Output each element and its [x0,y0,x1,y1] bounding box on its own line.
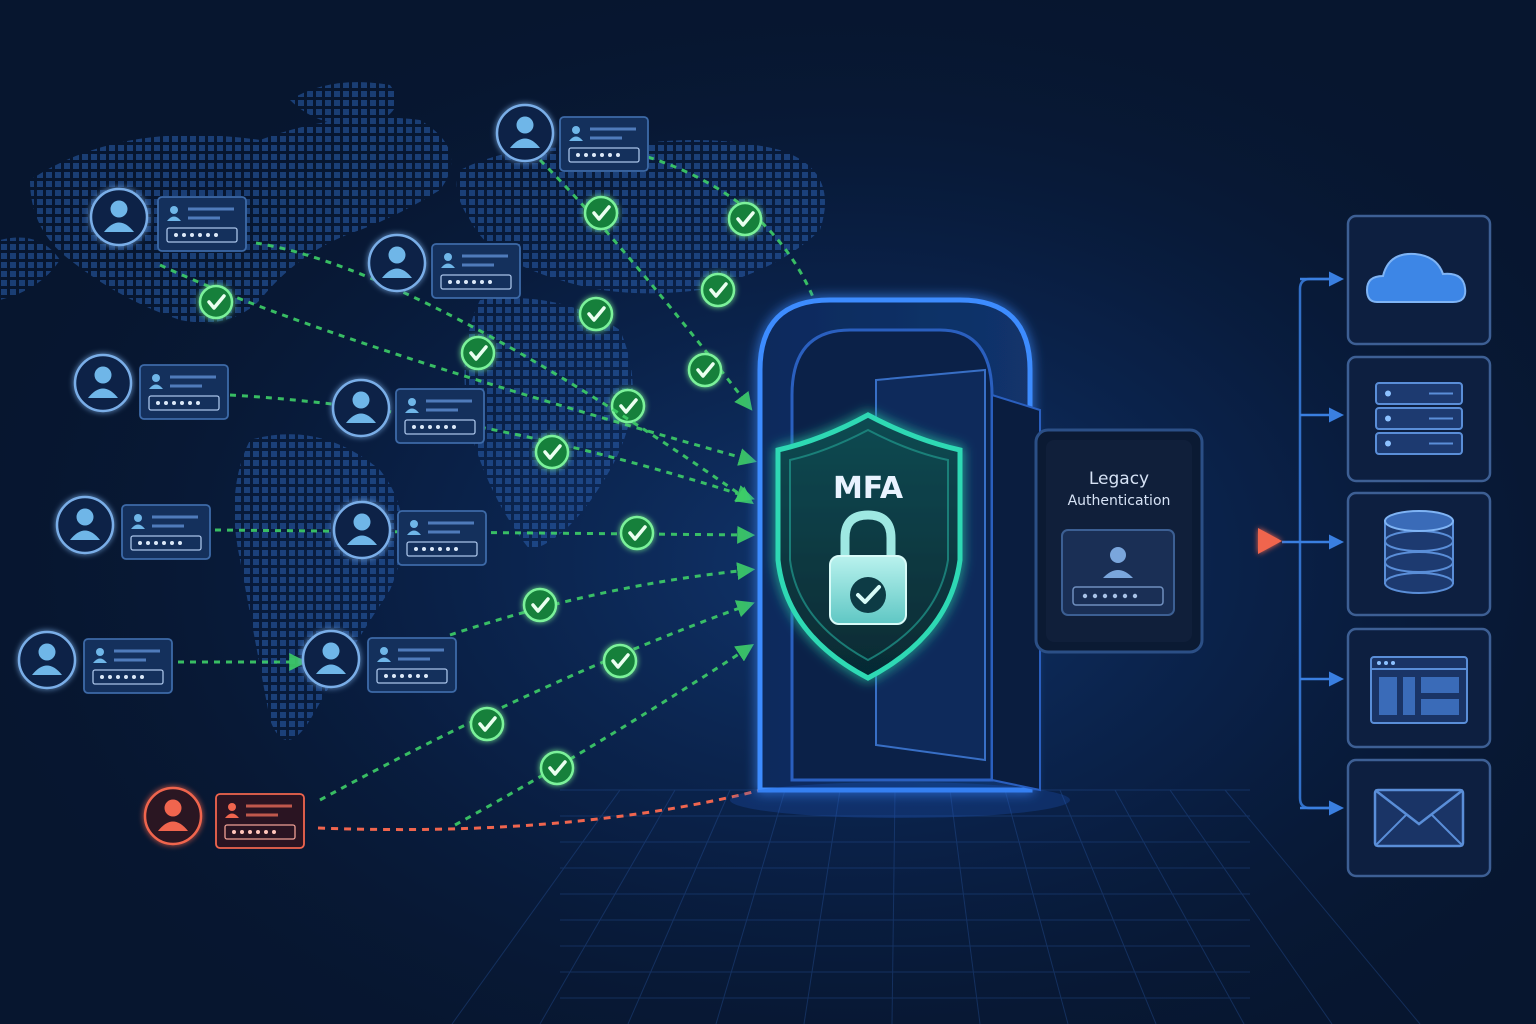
check-circle-icon [610,388,646,424]
user-avatar-icon [17,630,77,690]
user [89,187,247,252]
database-icon [1384,510,1454,594]
grid-line [1004,789,1069,1024]
grid-line [891,789,896,1024]
credential-card-icon [397,510,487,566]
gateway-side [991,393,1041,792]
mfa-shield: MFA [775,412,963,681]
allowed-path [449,562,756,637]
allowed-path [255,241,754,505]
resource-database [1346,491,1492,617]
user-avatar-icon [331,378,391,438]
grid-line [715,789,786,1024]
allowed-path [319,600,755,802]
legacy-user-icon [1103,547,1133,578]
user-avatar-icon [55,495,115,555]
user [301,629,457,693]
credential-card-icon [395,388,485,444]
user [17,630,173,694]
resource-cloud [1346,214,1492,346]
grid-line [627,789,731,1024]
shield-icon [775,412,963,681]
check-circle-icon [534,434,570,470]
check-circle-icon [539,750,575,786]
user-avatar-icon [495,103,555,163]
check-circle-icon [687,352,723,388]
protected-resources [1346,214,1492,878]
grid-line [1224,789,1421,1024]
legacy-auth-panel: Legacy Authentication [1034,428,1204,654]
user-avatar-icon [301,629,361,689]
credential-card-icon [215,793,305,849]
user [332,500,487,566]
floor-grid [451,789,1421,1024]
map-greenland [290,82,397,126]
grid-line [1114,789,1245,1024]
check-circle-icon [469,706,505,742]
credential-card-icon [559,116,649,172]
user-avatar-icon [89,187,149,247]
padlock-icon [829,510,907,625]
email-icon [1373,788,1465,848]
cloud-icon [1365,252,1467,303]
server-rack-icon [1375,382,1463,455]
resource-server-rack [1346,355,1492,483]
gateway-floor-glow [730,782,1070,818]
users [17,103,649,849]
credential-card-icon [121,504,211,560]
check-circle-icon [602,643,638,679]
check-circle-icon [198,284,234,320]
legacy-title-line2: Authentication [1068,493,1171,509]
user [367,233,521,299]
check-circle-icon [583,195,619,231]
credential-card-icon [431,243,521,299]
grid-line [451,789,621,1024]
check-circle-icon [578,296,614,332]
legacy-title-line1: Legacy [1089,469,1149,489]
resource-connector-tree [1282,271,1344,816]
user-avatar-icon [73,353,133,413]
grid-line [1169,789,1333,1024]
user [55,495,211,560]
user [73,353,229,420]
credential-card-icon [157,196,247,252]
user [495,103,649,172]
resource-email [1346,758,1492,878]
map-west-edge [0,237,60,300]
check-circle-icon [460,335,496,371]
check-circle-icon [619,515,655,551]
user-avatar-icon [332,500,392,560]
lock-check-icon [850,577,886,613]
risky-user [143,786,305,849]
legacy-password-field [1072,586,1164,606]
credential-card-icon [83,638,173,694]
user [331,378,485,444]
check-circle-icon [700,272,736,308]
credential-card-icon [139,364,229,420]
web-app-icon [1370,656,1468,724]
check-circle-icon [522,587,558,623]
legacy-bypass-arrow [1205,528,1282,554]
resource-web-app [1346,627,1492,749]
shield-inner-rim [789,428,949,662]
credential-card-icon [367,637,457,693]
mfa-label: MFA [833,471,904,506]
map-eurasia [456,140,825,294]
allowed-path [454,644,755,827]
bypass-arrow-head [1258,528,1282,554]
check-circle-icon [727,201,763,237]
map-africa [464,298,633,550]
legacy-password-dots [1082,593,1138,599]
allowed-path [159,263,757,466]
grid-line [803,789,841,1024]
grid-line [949,789,981,1024]
user-avatar-icon [143,786,203,846]
grid-line [539,789,676,1024]
user-avatar-icon [367,233,427,293]
grid-line [1059,789,1157,1024]
